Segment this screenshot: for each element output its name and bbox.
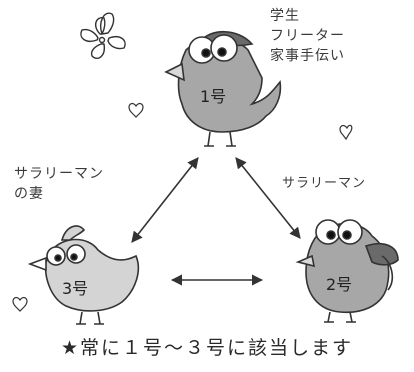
role-label: サラリーマン [14,166,104,182]
heart-icon [128,102,144,118]
chick-1 [164,31,282,147]
role-label: の妻 [14,186,44,202]
chick-2-number: 2号 [326,275,352,294]
chick-1-roles: 学生 フリーター 家事手伝い [270,6,345,66]
chick-3-number: 3号 [62,279,88,298]
arrow-1-3 [131,157,199,243]
chick-2-roles: サラリーマン [282,174,366,194]
role-label: 学生 [270,8,300,24]
role-label: 家事手伝い [270,48,345,64]
role-label: フリーター [270,28,345,44]
heart-icon [339,124,353,141]
chick-1-number: 1号 [200,87,226,106]
arrow-1-2 [235,157,301,239]
cherry-blossom-icon [80,12,126,60]
chick-2 [295,219,399,323]
footer-note: ★常に１号～３号に該当します [60,337,354,359]
chick-3-roles: サラリーマン の妻 [14,164,104,204]
chick-3 [27,225,140,325]
heart-icon [12,296,28,312]
role-label: サラリーマン [282,176,367,191]
